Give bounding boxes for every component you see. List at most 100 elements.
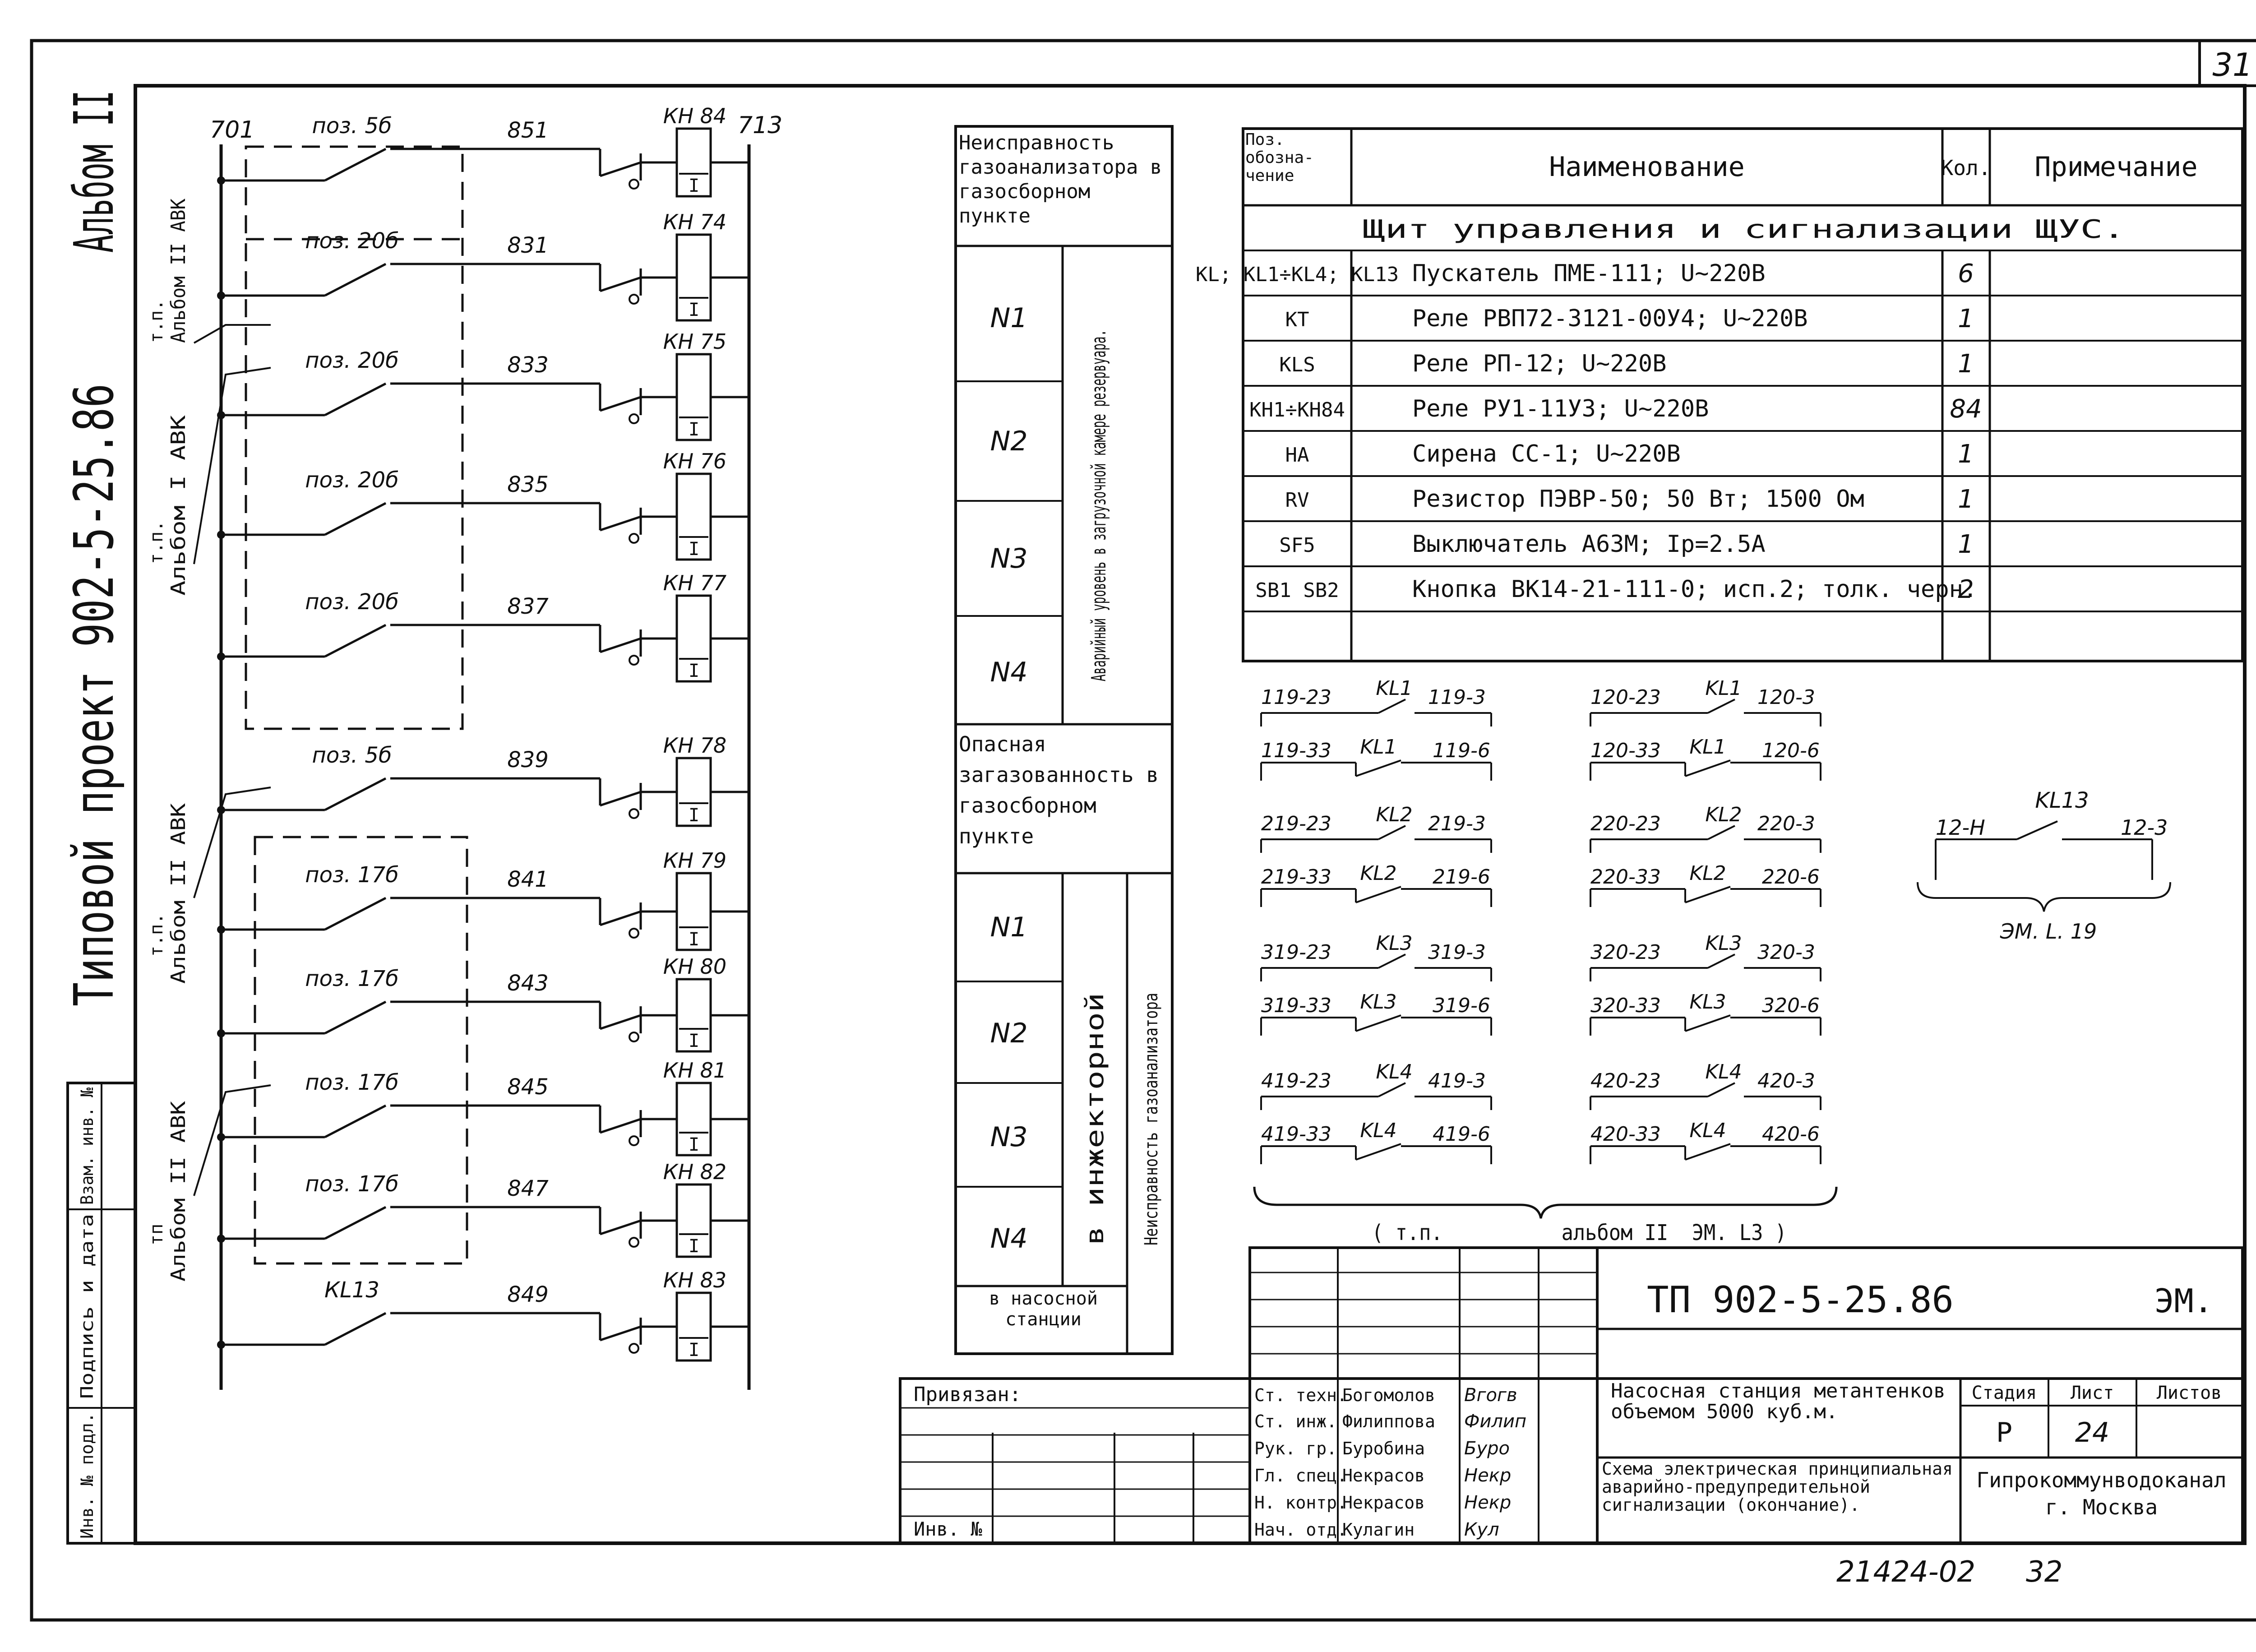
- staff-role: Рук. гр.: [1254, 1439, 1337, 1458]
- spec-pos: KL; KL1÷KL4; KL13: [1196, 263, 1399, 286]
- relay-coil-mark: I: [689, 300, 699, 320]
- contact-relay-a: KL1: [1376, 677, 1412, 700]
- fault-mid-n3: N3: [990, 1121, 1027, 1153]
- relay-coil-mark: I: [689, 661, 699, 681]
- contact-terminal: [217, 806, 225, 814]
- wire-label: 847: [507, 1176, 549, 1201]
- spec-pos: RV: [1285, 489, 1309, 512]
- fault-top-n2: N2: [990, 426, 1027, 457]
- contact-wire-left-a: 420-23: [1590, 1069, 1661, 1092]
- fault-mid-n4: N4: [990, 1223, 1027, 1254]
- wire-label: 843: [507, 971, 549, 996]
- staff-role: Н. контр.: [1254, 1493, 1347, 1513]
- contact-relay-a: KL4: [1376, 1060, 1412, 1083]
- contact-terminal: [217, 1133, 225, 1141]
- contact-terminal: [217, 176, 225, 185]
- wire-label: 837: [507, 594, 549, 619]
- bottom-code: 21424-02: [1836, 1555, 1975, 1589]
- bus-left-label: 701: [210, 116, 254, 143]
- spec-name: Резистор ПЭВР-50; 50 Вт; 1500 Ом: [1412, 486, 1864, 513]
- contact-label: КL13: [324, 1277, 379, 1303]
- tb-org-box: Гипрокоммунводоканал г. Москва: [1977, 1468, 2227, 1519]
- contact-wire-right-a: 120-3: [1757, 686, 1815, 709]
- spec-pos: KLS: [1279, 353, 1315, 376]
- fault-top-n1: N1: [990, 302, 1027, 334]
- contact-wire-right-a: 119-3: [1428, 686, 1486, 709]
- contact-terminal: [217, 925, 225, 934]
- tb-sheet-title-box: Схема электрическая принципиальная авари…: [1602, 1460, 1953, 1514]
- fault-mid-n1: N1: [990, 912, 1027, 943]
- kl13-ref: ЭМ. L. 19: [2000, 919, 2097, 944]
- contact-wire-right-b: 319-6: [1433, 994, 1490, 1017]
- relay-label: КН 83: [663, 1268, 726, 1292]
- contact-wire-left-b: 320-33: [1590, 994, 1661, 1017]
- fault-mid-n2: N2: [990, 1018, 1027, 1049]
- staff-role: Ст. инж.: [1254, 1411, 1337, 1431]
- contact-label: поз. 5б: [312, 113, 392, 139]
- contact-wire-left-b: 319-33: [1261, 994, 1331, 1017]
- relay-label: КН 74: [663, 210, 726, 234]
- relay-coil-mark: I: [689, 1031, 699, 1051]
- spec-qty: 1: [1958, 440, 1974, 469]
- wire-label: 849: [507, 1282, 549, 1307]
- tp-label-4: тп: [146, 1224, 167, 1245]
- relay-coil-mark: I: [689, 1134, 699, 1155]
- contact-wire-right-b: 219-6: [1433, 865, 1490, 888]
- fault-head-mid-box: Опасная загазованность в газосборном пун…: [959, 732, 1159, 848]
- tb-code: ТП 902-5-25.86: [1647, 1279, 1954, 1321]
- wire-label: 833: [507, 352, 549, 378]
- staff-name: Некрасов: [1342, 1466, 1425, 1485]
- relay-coil-mark: I: [689, 929, 699, 950]
- tp-album-3: Альбом II АВК: [167, 803, 190, 984]
- contact-relay-b: KL1: [1689, 736, 1726, 759]
- contact-terminal: [217, 1341, 225, 1349]
- tb-object-box: Насосная станция метантенков объемом 500…: [1611, 1381, 1946, 1423]
- spec-pos: НА: [1285, 444, 1309, 467]
- fault-top-n4: N4: [990, 657, 1027, 688]
- contact-label: поз. 5б: [312, 743, 392, 768]
- contact-wire-right-a: 320-3: [1757, 941, 1815, 964]
- contact-label: поз. 20б: [305, 228, 398, 254]
- contact-relay-a: KL1: [1705, 677, 1742, 700]
- wire-label: 851: [507, 118, 549, 143]
- bottom-page: 32: [2026, 1555, 2062, 1589]
- spec-header-note: Примечание: [2034, 151, 2197, 183]
- staff-role: Гл. спец.: [1254, 1466, 1347, 1485]
- contact-relay-b: KL4: [1360, 1119, 1396, 1142]
- outer-border: [30, 39, 2256, 1622]
- staff-signature: Некр: [1464, 1492, 1511, 1513]
- staff-signature: Кул: [1464, 1519, 1499, 1540]
- tb-object: Насосная станция метантенков объемом 500…: [1611, 1381, 1946, 1423]
- tb-mark: ЭМ.: [2154, 1282, 2213, 1320]
- tb-sheet: 24: [2075, 1417, 2109, 1448]
- staff-role: Нач. отд.: [1254, 1520, 1347, 1540]
- corner-number-box: [2198, 39, 2256, 87]
- spec-qty: 6: [1958, 259, 1974, 288]
- bus-right-label: 713: [738, 112, 782, 139]
- spec-qty: 2: [1958, 575, 1974, 604]
- contact-wire-left-a: 319-23: [1261, 941, 1331, 964]
- contact-label: поз. 17б: [305, 1171, 398, 1197]
- contact-wire-right-a: 220-3: [1757, 812, 1815, 835]
- contact-wire-left-b: 220-33: [1590, 865, 1661, 888]
- contact-wire-left-b: 419-33: [1261, 1123, 1331, 1146]
- fault-vertical-top: Аварийный уровень в загрузочной камере р…: [1087, 329, 1110, 681]
- contact-relay-a: KL3: [1705, 932, 1742, 955]
- spec-pos: SB1 SB2: [1255, 579, 1339, 602]
- fault-vertical-mid-a: в инжекторной: [1081, 993, 1109, 1245]
- contact-terminal: [217, 531, 225, 539]
- spec-qty: 1: [1958, 530, 1974, 559]
- fault-head-top: Неисправность газоанализатора в газосбор…: [959, 131, 1162, 227]
- relay-schematic: 701 713 т.п. Альбом II АВК т.п. Альбом I…: [146, 104, 782, 1390]
- relay-coil-mark: I: [689, 1236, 699, 1257]
- inner-frame: [134, 84, 2247, 1545]
